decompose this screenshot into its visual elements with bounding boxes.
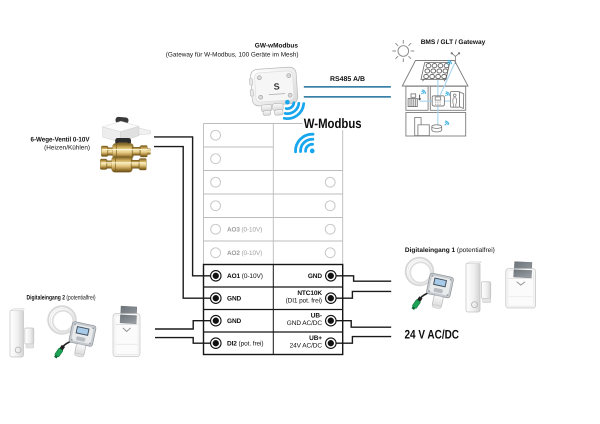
svg-text:UB-: UB- xyxy=(311,313,322,320)
svg-text:(Heizen/Kühlen): (Heizen/Kühlen) xyxy=(44,145,90,152)
svg-text:AO1 (0-10V): AO1 (0-10V) xyxy=(227,273,263,280)
svg-text:BMS / GLT / Gateway: BMS / GLT / Gateway xyxy=(421,39,486,46)
svg-text:GND: GND xyxy=(227,296,242,303)
svg-text:S: S xyxy=(273,81,280,91)
svg-text:24V AC/DC: 24V AC/DC xyxy=(290,343,323,350)
svg-text:GND: GND xyxy=(308,273,323,280)
svg-text:24 V AC/DC: 24 V AC/DC xyxy=(405,327,460,341)
svg-text:GND: GND xyxy=(227,318,242,325)
svg-text:AO2 (0-10V): AO2 (0-10V) xyxy=(227,250,262,257)
svg-text:GND AC/DC: GND AC/DC xyxy=(287,320,323,327)
svg-text:UB+: UB+ xyxy=(309,335,322,342)
svg-text:(DI1 pot. frei): (DI1 pot. frei) xyxy=(286,298,322,305)
svg-text:RS485 A/B: RS485 A/B xyxy=(330,76,365,83)
svg-text:(Gateway für W-Modbus, 100 Ger: (Gateway für W-Modbus, 100 Geräte im Mes… xyxy=(166,51,299,58)
svg-text:Digitaleingang 1 (potentialfre: Digitaleingang 1 (potentialfrei) xyxy=(405,247,495,254)
svg-text:AO3 (0-10V): AO3 (0-10V) xyxy=(227,227,262,234)
svg-text:Digitaleingang 2 (potentialfre: Digitaleingang 2 (potentialfrei) xyxy=(27,295,96,302)
svg-text:DI2 (pot. frei): DI2 (pot. frei) xyxy=(227,341,263,348)
svg-text:GW-wModbus: GW-wModbus xyxy=(255,43,299,50)
svg-text:NTC10K: NTC10K xyxy=(297,290,322,297)
svg-text:W-Modbus: W-Modbus xyxy=(304,116,362,131)
svg-text:6-Wege-Ventil 0-10V: 6-Wege-Ventil 0-10V xyxy=(31,136,90,143)
